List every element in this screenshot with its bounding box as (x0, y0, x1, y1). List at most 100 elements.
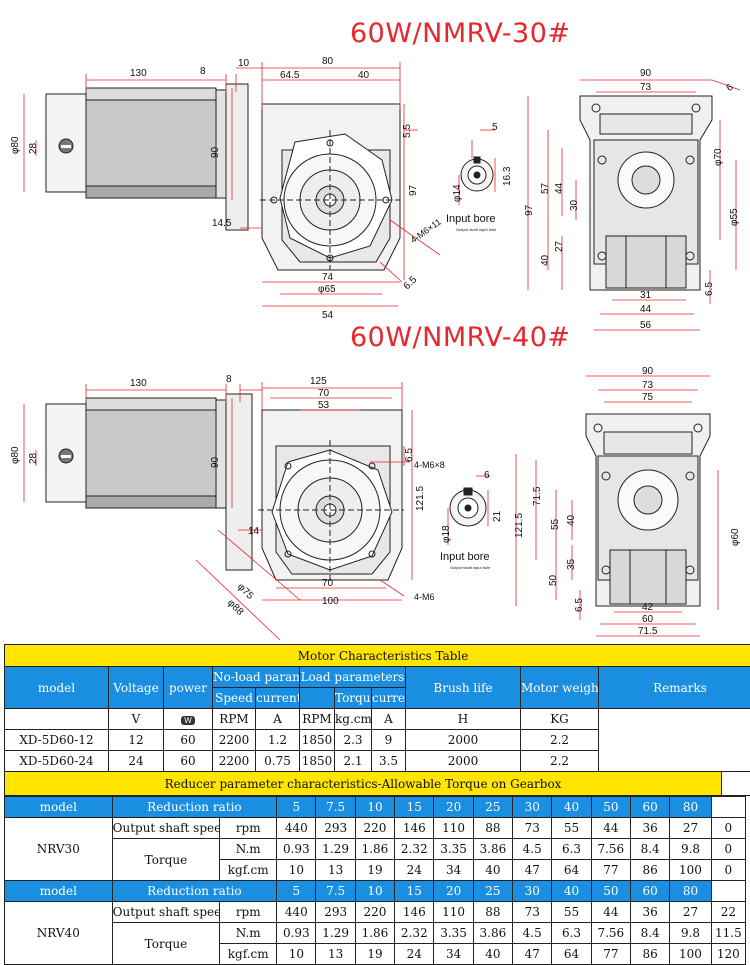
ratio-value: 100 (711, 881, 745, 902)
reducer-value: 22 (711, 902, 745, 923)
reducer-value: 36 (630, 818, 669, 839)
input-bore-label-top: Input bore (446, 213, 496, 225)
reducer-value: 293 (316, 818, 355, 839)
reducer-model: NRV40 (5, 902, 113, 965)
reducer-value: 3.35 (434, 839, 473, 860)
unit-kgcm: kg.cm (335, 709, 372, 730)
motor-load-a: 3.5 (372, 751, 406, 772)
unit-cell: rpm (220, 902, 277, 923)
gearbox-side-top (580, 96, 712, 290)
reducer-value: 9.8 (670, 923, 711, 944)
dim-8-bottom: 8 (226, 374, 232, 385)
dim-m6-bottom: 4-M6 (414, 592, 435, 602)
ratio-value: 10 (355, 797, 394, 818)
torque-label: Torque (112, 923, 220, 965)
unit-v: V (109, 709, 164, 730)
dim-phi80-top: φ80 (10, 136, 21, 154)
reducer-value: 0.93 (277, 839, 316, 860)
dim-53-bottom: 53 (318, 400, 330, 411)
dim-phi55-side-top: φ55 (729, 208, 740, 226)
ratio-value: 25 (473, 881, 512, 902)
dim-40-top: 40 (358, 70, 370, 81)
motor-brush-life: 2000 (406, 751, 521, 772)
dim-key5-top: 5 (492, 122, 498, 133)
ratio-value: 80 (670, 881, 711, 902)
reducer-value: 73 (513, 902, 552, 923)
motor-header-speed: Speed (213, 688, 256, 709)
reducer-value: 77 (591, 860, 630, 881)
dim-21-bottom: 21 (492, 510, 503, 522)
unit-cell: N.m (220, 839, 277, 860)
dim-phi18-bottom: φ18 (441, 525, 452, 543)
dim-100-bottom: 100 (322, 596, 339, 607)
unit-w: W (164, 709, 213, 730)
reducer-value: 2.32 (395, 923, 434, 944)
output-speed-label: Output shaft speed (112, 902, 220, 923)
reducer-value: 10 (277, 860, 316, 881)
torque-label: Torque (112, 839, 220, 881)
reducer-value: 73 (513, 818, 552, 839)
unit-cell: N.m (220, 923, 277, 944)
remarks-cell (599, 709, 750, 772)
ratio-value: 10 (355, 881, 394, 902)
dim-75-side-bottom: 75 (642, 392, 654, 403)
reducer-value: 34 (434, 860, 473, 881)
spec-table: Motor Characteristics Table model Voltag… (4, 644, 750, 796)
dim-70-bottom: 70 (318, 388, 330, 399)
dim-phi65-top: φ65 (318, 284, 336, 295)
dim-30-side-top: 30 (569, 199, 580, 211)
unit-load-rpm: RPM (300, 709, 335, 730)
reducer-value: 24 (395, 944, 434, 965)
input-bore-sub-top: Output shaft input hole (456, 227, 497, 232)
reducer-value: 1.29 (316, 923, 355, 944)
dim-50-side-bottom: 50 (548, 574, 559, 586)
dim-42-side-bottom: 42 (642, 602, 654, 613)
reducer-value: 0 (711, 860, 745, 881)
motor-header-voltage: Voltage (109, 667, 164, 709)
dim-80-top: 80 (322, 56, 334, 67)
motor-noload-rpm: 2200 (213, 730, 256, 751)
dim-73-side-top: 73 (640, 82, 652, 93)
dim-28-top: 28 (28, 142, 39, 154)
motor-load-torque: 2.3 (335, 730, 372, 751)
motor-table-title: Motor Characteristics Table (5, 645, 750, 667)
motor-header-remarks: Remarks (599, 667, 750, 709)
motor-noload-rpm: 2200 (213, 751, 256, 772)
dim-6-5-side-bottom: 6.5 (574, 598, 585, 612)
dim-44-side-top: 44 (554, 182, 565, 194)
reducer-value: 64 (552, 860, 591, 881)
dim-phi14-top: φ14 (452, 184, 463, 202)
motor-header-load-speed (300, 688, 335, 709)
motor-units-model (5, 709, 109, 730)
unit-cell: rpm (220, 818, 277, 839)
dim-35-side-bottom: 35 (566, 558, 577, 570)
reducer-value: 2.32 (395, 839, 434, 860)
ratio-value: 100 (711, 797, 745, 818)
reducer-value: 44 (591, 902, 630, 923)
motor-load-torque: 2.1 (335, 751, 372, 772)
reducer-value: 3.86 (473, 923, 512, 944)
reducer-value: 64 (552, 944, 591, 965)
dim-60-side-bottom: 60 (642, 614, 654, 625)
reducer-value: 1.29 (316, 839, 355, 860)
gearbox-front-top (260, 104, 400, 270)
technical-drawings: 130 8 10 80 64.5 40 90 φ80 28 5.5 97 14.… (0, 0, 750, 640)
reducer-value: 110 (434, 818, 473, 839)
reducer-value: 7.56 (591, 923, 630, 944)
dim-130-top: 130 (130, 68, 147, 79)
reducer-value: 27 (670, 818, 711, 839)
dim-44b-side-top: 44 (640, 304, 652, 315)
dim-70-side-top: φ70 (713, 148, 724, 166)
dim-phi60-side-bottom: φ60 (730, 528, 741, 546)
motor-header-current: current (256, 688, 300, 709)
reducer-value: 440 (277, 902, 316, 923)
dim-57-side-top: 57 (540, 182, 551, 194)
dim-16-3-top: 16.3 (502, 166, 513, 186)
dim-14-bottom: 14 (248, 526, 260, 537)
reducer-value: 120 (711, 944, 745, 965)
reducer-value: 8.4 (630, 923, 669, 944)
